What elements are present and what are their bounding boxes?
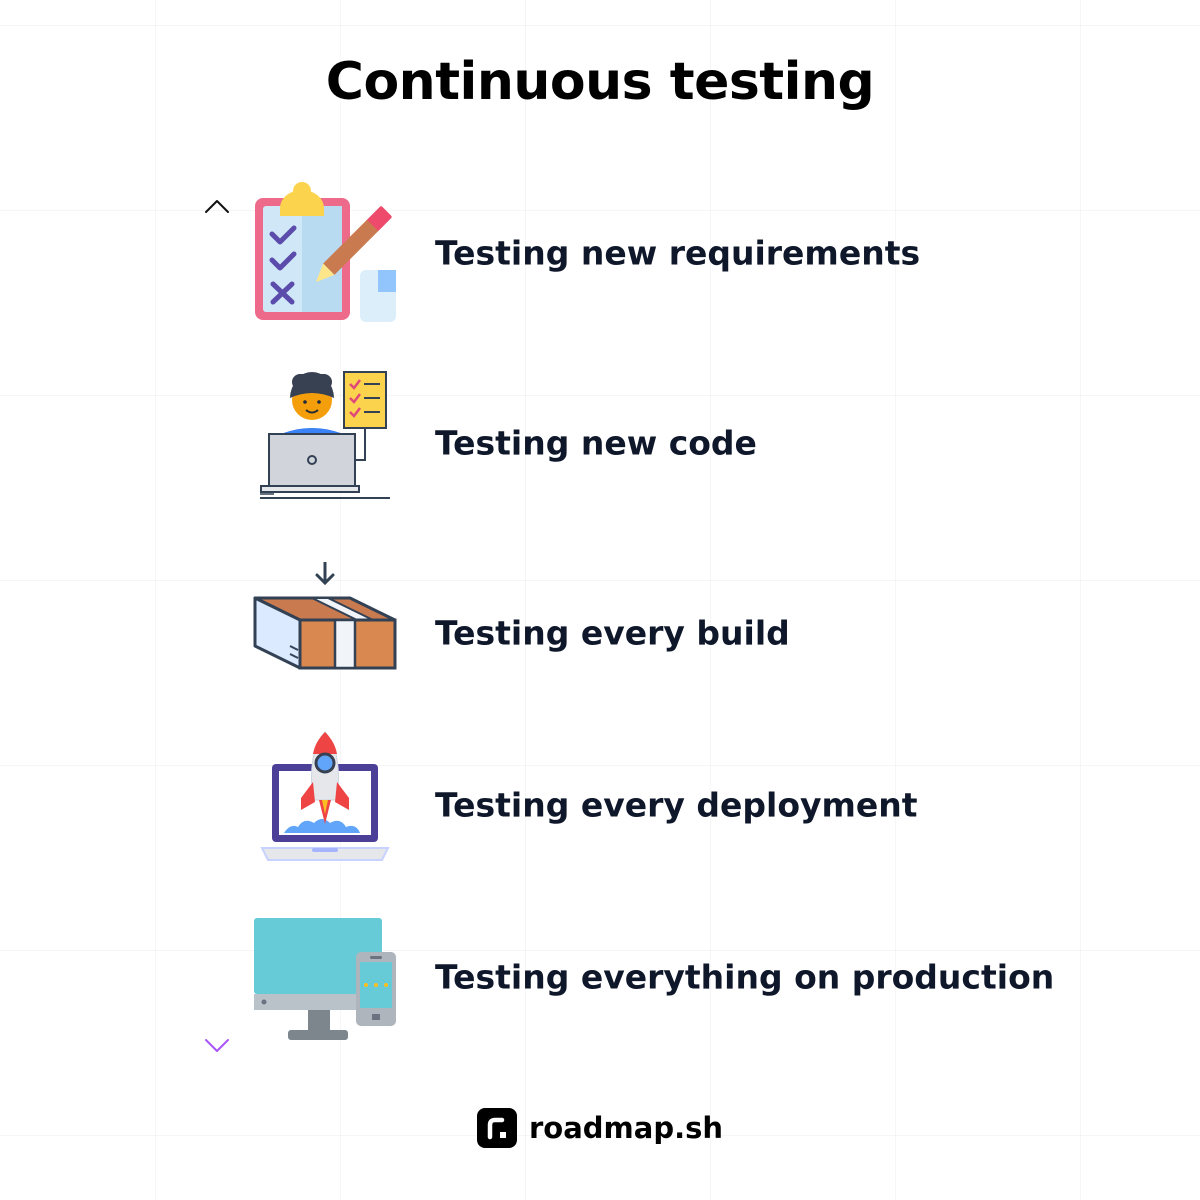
timeline-arrow	[205, 200, 229, 1052]
step-testing-every-build: Testing every build	[250, 558, 1150, 708]
roadmap-logo-icon	[476, 1108, 517, 1148]
brand-name[interactable]: roadmap.sh	[528, 1111, 724, 1145]
step-testing-everything-on-production: Testing everything on production	[250, 902, 1150, 1052]
step-testing-new-requirements: Testing new requirements	[250, 178, 1150, 328]
step-label: Testing everything on production	[435, 957, 1055, 997]
step-testing-new-code: Testing new code	[250, 368, 1150, 518]
step-label: Testing new code	[435, 423, 757, 463]
developer-laptop-icon	[260, 371, 390, 499]
clipboard-checklist-icon	[255, 182, 396, 322]
desktop-mobile-icon	[254, 918, 396, 1040]
step-label: Testing every deployment	[435, 785, 918, 825]
step-label: Testing every build	[435, 613, 790, 653]
step-testing-every-deployment: Testing every deployment	[250, 730, 1150, 880]
step-label: Testing new requirements	[435, 233, 921, 273]
rocket-laptop-icon	[260, 731, 390, 861]
package-box-icon	[253, 562, 397, 670]
brand-footer: roadmap.sh	[0, 1108, 1200, 1148]
page-title: Continuous testing	[325, 52, 875, 112]
